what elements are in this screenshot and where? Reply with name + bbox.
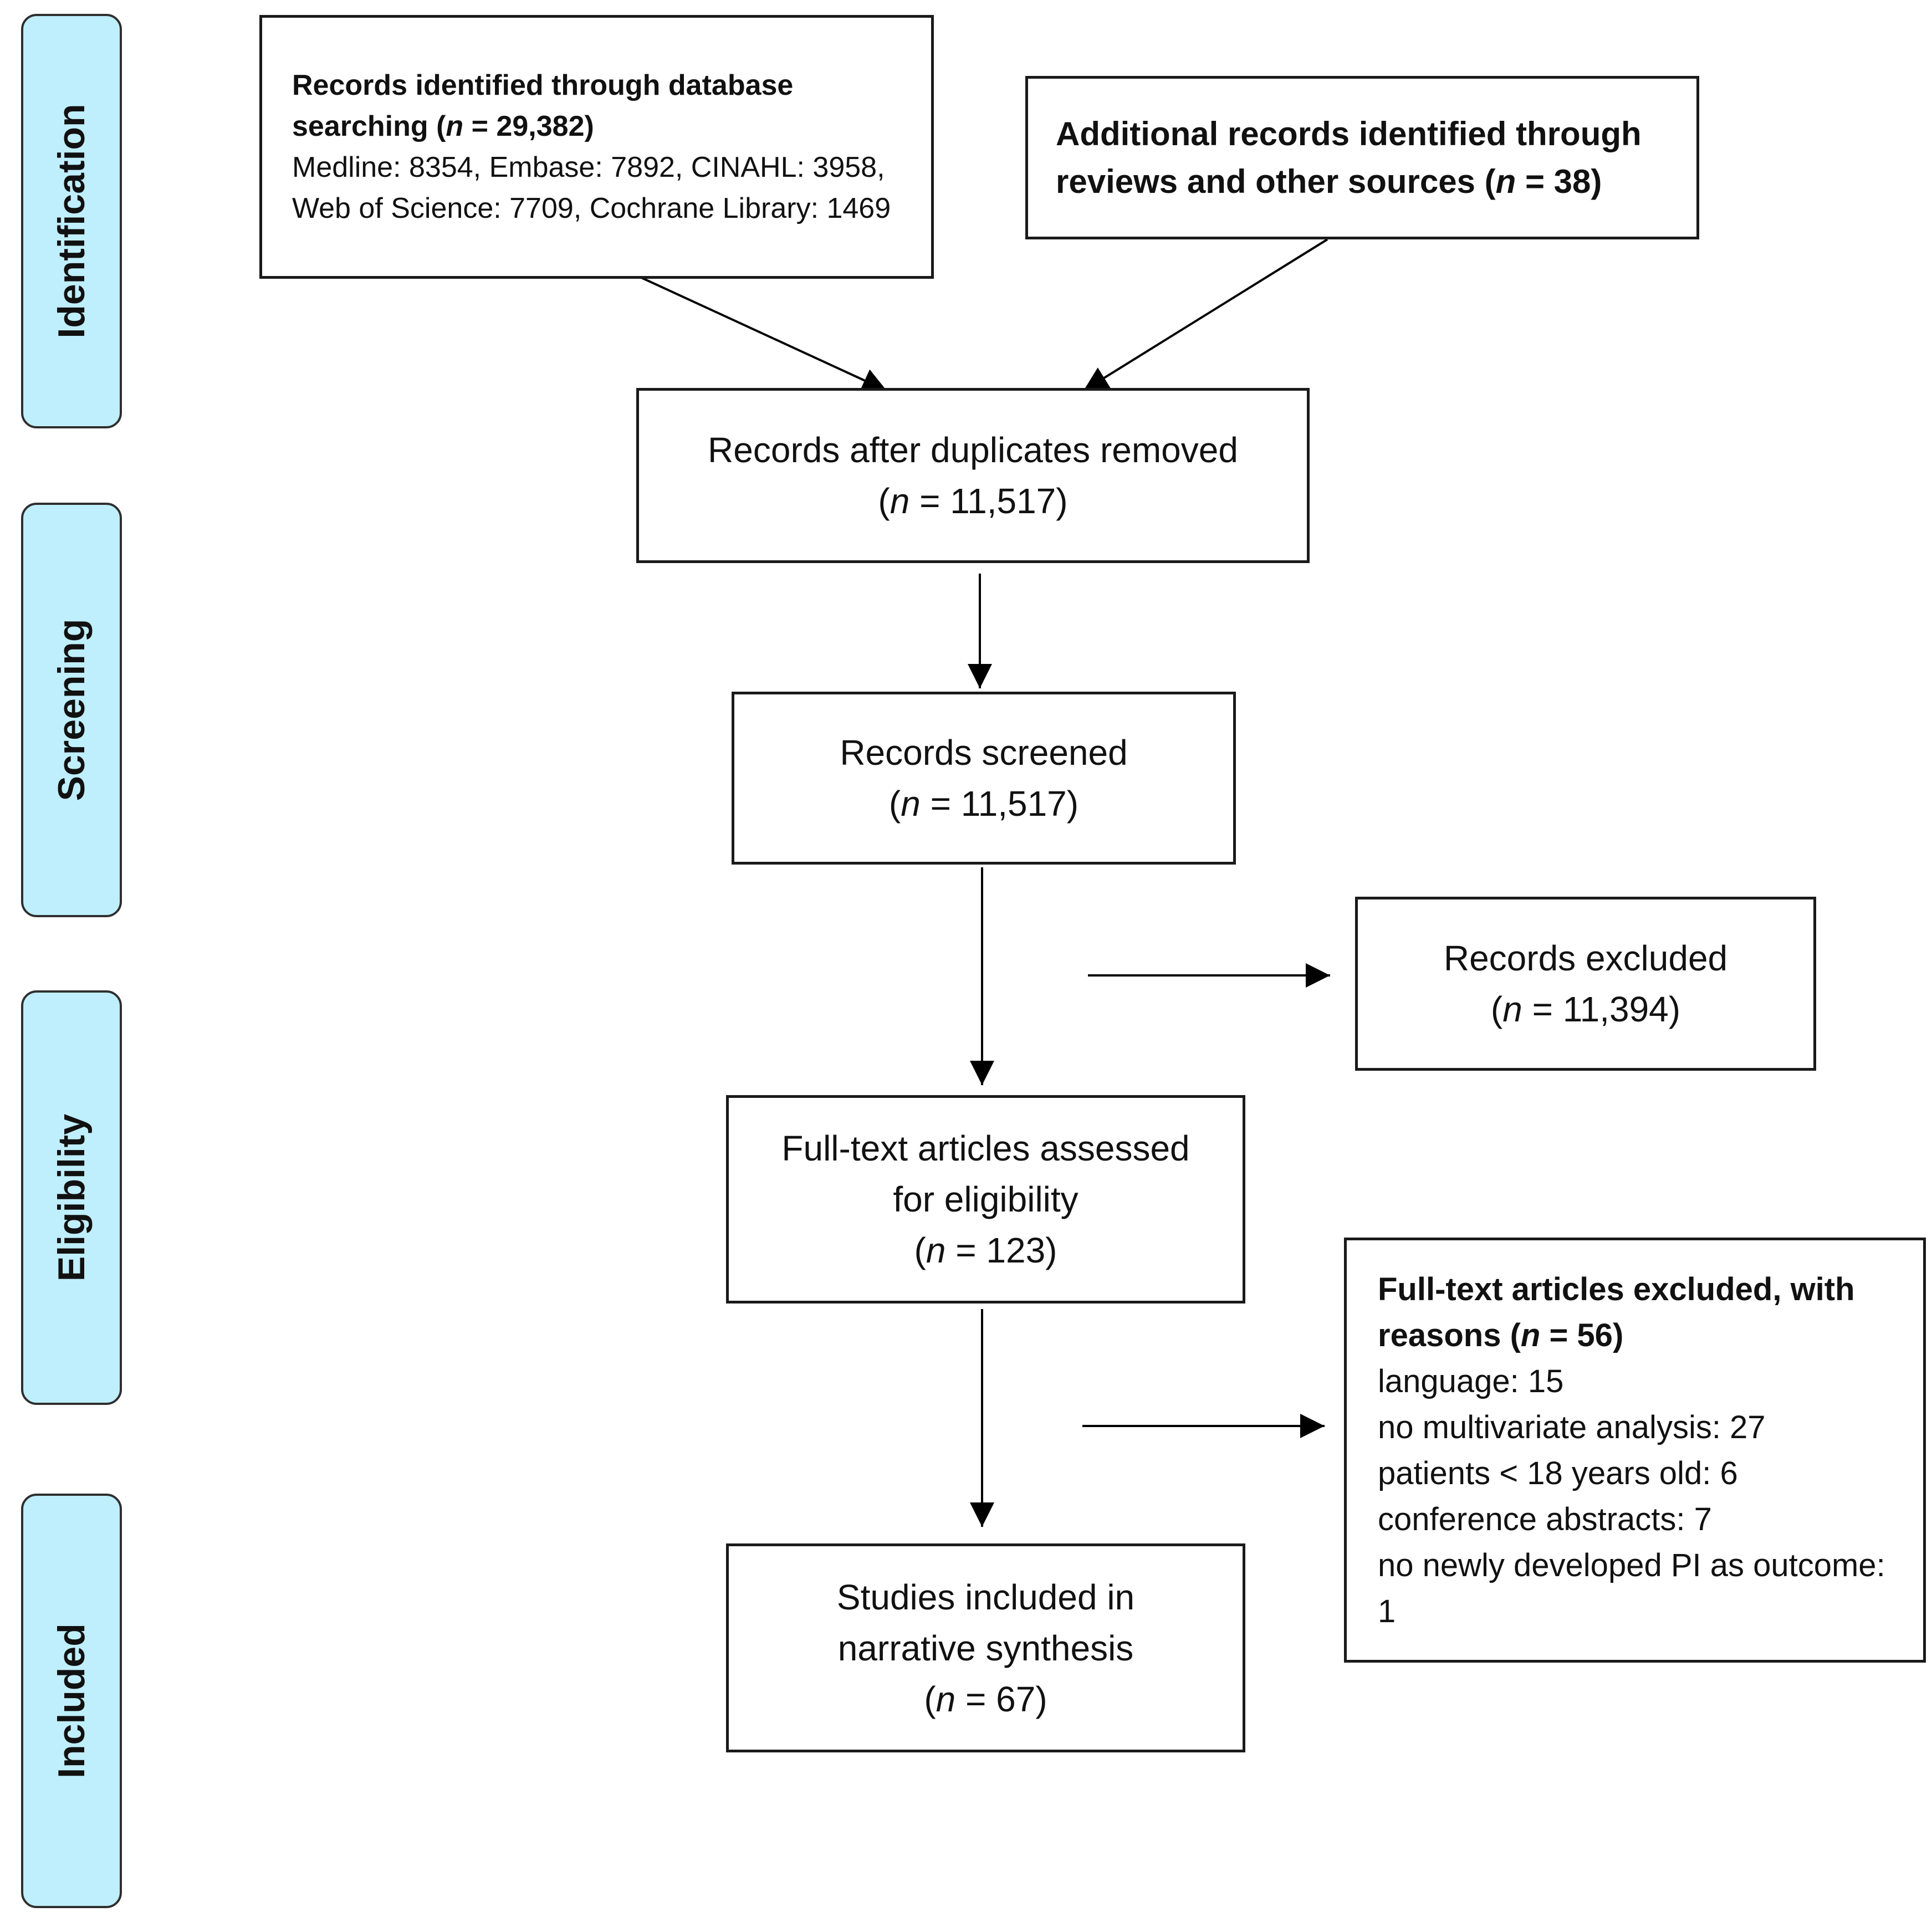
studies-included-box: Studies included in narrative synthesis …: [726, 1543, 1245, 1752]
fulltext-excluded-title: Full-text articles excluded, with reason…: [1378, 1271, 1855, 1353]
records-excluded-count-line: (n = 11,394): [1491, 984, 1680, 1035]
database-records-box: Records identified through database sear…: [259, 15, 934, 279]
additional-records-count: = 38): [1516, 162, 1602, 200]
open-paren: (: [888, 784, 901, 824]
records-screened-count: = 11,517): [920, 784, 1079, 824]
n-symbol: n: [890, 481, 910, 521]
arrow-database-to-duplicates: [640, 276, 887, 392]
additional-records-title: Additional records identified through re…: [1056, 115, 1642, 200]
records-excluded-label: Records excluded: [1443, 938, 1728, 978]
database-records-text: Records identified through database sear…: [292, 65, 907, 229]
studies-included-label-1: Studies included in: [836, 1577, 1135, 1617]
records-screened-count-line: (n = 11,517): [889, 778, 1079, 829]
exclusion-reason: no multivariate analysis: 27: [1378, 1409, 1766, 1445]
n-symbol: n: [926, 1230, 946, 1270]
studies-included-count: = 67): [955, 1679, 1047, 1719]
exclusion-reason: no newly developed PI as outcome: 1: [1378, 1547, 1885, 1629]
exclusion-reason: language: 15: [1378, 1363, 1564, 1399]
fulltext-excluded-count: = 56): [1540, 1317, 1624, 1353]
n-symbol: n: [1495, 162, 1516, 200]
phase-included: Included: [21, 1494, 122, 1908]
arrow-additional-to-duplicates: [1082, 238, 1328, 392]
phase-identification: Identification: [21, 14, 122, 428]
n-symbol: n: [1502, 989, 1522, 1029]
n-symbol: n: [936, 1679, 956, 1719]
fulltext-excluded-box: Full-text articles excluded, with reason…: [1344, 1238, 1926, 1663]
records-excluded-box: Records excluded (n = 11,394): [1355, 897, 1816, 1071]
duplicates-removed-count-line: (n = 11,517): [878, 476, 1067, 526]
records-excluded-count: = 11,394): [1522, 989, 1681, 1029]
open-paren: (: [878, 481, 890, 521]
n-symbol: n: [901, 784, 921, 824]
duplicates-removed-count: = 11,517): [909, 481, 1068, 521]
duplicates-removed-label: Records after duplicates removed: [708, 430, 1238, 470]
fulltext-assessed-box: Full-text articles assessed for eligibil…: [726, 1095, 1245, 1303]
fulltext-excluded-text: Full-text articles excluded, with reason…: [1378, 1266, 1901, 1634]
fulltext-assessed-label-2: for eligibility: [893, 1179, 1079, 1219]
open-paren: (: [1490, 989, 1503, 1029]
records-screened-box: Records screened (n = 11,517): [732, 692, 1236, 865]
phase-screening: Screening: [21, 503, 122, 917]
additional-records-box: Additional records identified through re…: [1025, 76, 1699, 239]
open-paren: (: [924, 1679, 936, 1719]
fulltext-assessed-count: = 123): [945, 1230, 1057, 1270]
duplicates-removed-box: Records after duplicates removed (n = 11…: [636, 388, 1310, 563]
database-breakdown: Medline: 8354, Embase: 7892, CINAHL: 395…: [292, 151, 891, 224]
database-records-title: Records identified through database sear…: [292, 69, 794, 142]
open-paren: (: [914, 1230, 926, 1270]
studies-included-count-line: (n = 67): [924, 1674, 1047, 1725]
additional-records-text: Additional records identified through re…: [1056, 110, 1674, 206]
exclusion-reason: conference abstracts: 7: [1378, 1501, 1712, 1537]
fulltext-assessed-count-line: (n = 123): [914, 1225, 1057, 1276]
fulltext-assessed-label-1: Full-text articles assessed: [781, 1128, 1190, 1168]
n-symbol: n: [446, 110, 464, 142]
exclusion-reason: patients < 18 years old: 6: [1378, 1455, 1738, 1491]
n-symbol: n: [1520, 1317, 1541, 1353]
phase-eligibility: Eligibility: [21, 990, 122, 1405]
studies-included-label-2: narrative synthesis: [837, 1628, 1134, 1668]
records-screened-label: Records screened: [840, 733, 1128, 773]
database-records-count: = 29,382): [463, 110, 594, 142]
